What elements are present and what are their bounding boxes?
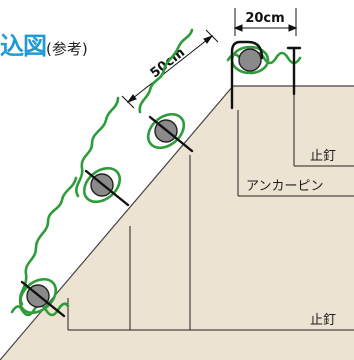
dim-20cm [233,8,298,36]
reference-lines [67,66,354,331]
title: 込図(参考) [0,34,88,58]
label-anchor-pin: アンカーピン [246,179,323,194]
dim-20cm-label: 20cm [245,11,284,26]
anchor-pin-icon [230,40,264,110]
title-main: 込図 [0,32,47,60]
label-stake-bottom: 止釘 [310,312,336,328]
label-stake-top: 止釘 [310,148,336,164]
dim-50cm [121,29,219,109]
slope-ground [0,86,354,360]
title-note: (参考) [46,40,88,58]
slope-surface [0,85,234,360]
stake-nail-icon [20,46,302,318]
